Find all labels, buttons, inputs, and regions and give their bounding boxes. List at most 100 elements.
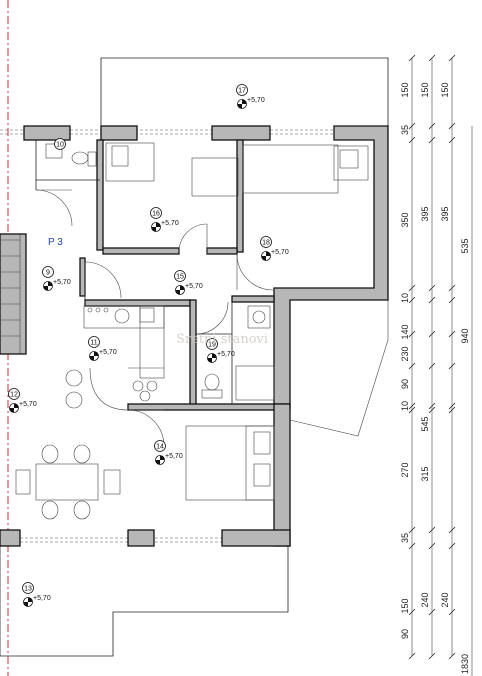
room-level: +5,70: [33, 595, 51, 602]
room-marker: 9+5,70: [42, 266, 71, 291]
room-marker: 15+5,70: [174, 270, 203, 295]
room-level: +5,70: [271, 249, 289, 256]
room-number: 19: [208, 342, 216, 349]
room-level: +5,70: [53, 279, 71, 286]
doors: [35, 189, 274, 447]
room-marker: 11+5,70: [88, 336, 117, 361]
dimension-tick: [448, 362, 456, 370]
dimension-tick: [408, 362, 416, 370]
dimension-label: 315: [420, 466, 430, 481]
dimension-label: 10: [400, 401, 410, 411]
stairs: [0, 234, 21, 354]
dimension-tick: [408, 136, 416, 144]
dimension-tick: [448, 526, 456, 534]
dimension-lines: [408, 54, 473, 676]
dimension-tick: [428, 330, 436, 338]
room-marker: 16+5,70: [150, 207, 179, 232]
dimension-label: 150: [420, 82, 430, 97]
dimension-label: 90: [400, 629, 410, 639]
room-level: +5,70: [161, 220, 179, 227]
dimension-tick: [428, 54, 436, 62]
walls: [0, 125, 389, 547]
room-level: +5,70: [165, 453, 183, 460]
dimension-tick: [448, 652, 456, 660]
dimension-tick: [428, 402, 436, 410]
dimension-tick: [428, 122, 436, 130]
dimension-label: 150: [440, 82, 450, 97]
dimension-tick: [448, 136, 456, 144]
dimension-label: 150: [400, 598, 410, 613]
dimension-label: 240: [420, 592, 430, 607]
room-marker: 19+5,70: [206, 338, 235, 363]
dimension-tick: [408, 652, 416, 660]
dimension-label: 270: [400, 462, 410, 477]
furniture: [15, 142, 369, 520]
dimension-tick: [408, 296, 416, 304]
dimension-label: 90: [400, 379, 410, 389]
watermark: Sretni stanovi: [176, 332, 268, 347]
room-level: +5,70: [19, 401, 37, 408]
dimension-tick: [428, 362, 436, 370]
room-marker: 18+5,70: [260, 236, 289, 261]
dimension-tick: [408, 54, 416, 62]
dimension-tick: [428, 136, 436, 144]
dimension-tick: [448, 330, 456, 338]
dimension-tick: [408, 542, 416, 550]
terrace-top-outline: [100, 57, 389, 126]
dimension-label: 350: [400, 212, 410, 227]
dimension-label: 1830: [460, 654, 470, 674]
room-level: +5,70: [99, 349, 117, 356]
dimension-label: 240: [440, 592, 450, 607]
dimension-tick: [428, 542, 436, 550]
room-number: 17: [238, 88, 246, 95]
room-number: 9: [46, 270, 50, 277]
room-number: 11: [90, 340, 97, 347]
dimension-label: 545: [420, 416, 430, 431]
room-marker: 13+5,70: [22, 582, 51, 607]
dimension-tick: [428, 652, 436, 660]
dimension-label: 940: [460, 328, 470, 343]
dimension-tick: [408, 402, 416, 410]
dimension-label: 395: [420, 206, 430, 221]
dimension-tick: [428, 526, 436, 534]
dimension-tick: [408, 284, 416, 292]
room-number: 18: [262, 240, 270, 247]
dimension-label: 150: [400, 82, 410, 97]
dimension-tick: [448, 542, 456, 550]
dimension-tick: [408, 330, 416, 338]
dimension-tick: [448, 608, 456, 616]
dimension-label: 230: [400, 346, 410, 361]
dimension-tick: [408, 526, 416, 534]
room-number: 15: [176, 274, 184, 281]
partitions: [35, 140, 233, 404]
dimension-tick: [428, 406, 436, 414]
room-level: +5,70: [217, 351, 235, 358]
dimension-label: 140: [400, 324, 410, 339]
room-marker: 12+5,70: [8, 388, 37, 413]
dimension-tick: [408, 122, 416, 130]
dimension-tick: [448, 122, 456, 130]
right-slanted-edge: [289, 300, 389, 437]
room-number: 12: [10, 392, 18, 399]
room-level: +5,70: [247, 97, 265, 104]
dimension-tick: [408, 406, 416, 414]
room-marker: 14+5,70: [154, 440, 183, 465]
dimension-label: 35: [400, 533, 410, 543]
dimension-label: 535: [460, 238, 470, 253]
apartment-label: P 3: [48, 237, 63, 248]
room-level: +5,70: [185, 283, 203, 290]
room-number: 16: [152, 211, 160, 218]
room-number: 14: [156, 444, 164, 451]
room-number: 13: [24, 586, 32, 593]
room-number: 10: [56, 142, 64, 149]
terrace-bottom-outline: [0, 545, 289, 657]
dimension-tick: [448, 296, 456, 304]
dimension-tick: [448, 406, 456, 414]
dimension-tick: [428, 608, 436, 616]
room-marker: 10: [54, 138, 66, 150]
dimension-tick: [428, 284, 436, 292]
dimension-label: 395: [440, 206, 450, 221]
room-marker: 17+5,70: [236, 84, 265, 109]
dimension-tick: [448, 54, 456, 62]
